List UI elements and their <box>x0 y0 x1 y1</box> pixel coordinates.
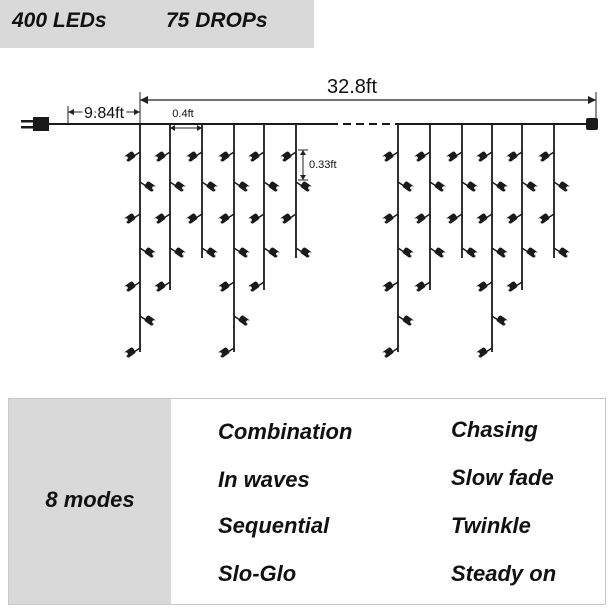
led-bulb-icon <box>461 181 478 192</box>
led-bulb-icon <box>382 213 399 224</box>
total-length-dimension: 32.8ft <box>139 76 597 124</box>
led-bulb-icon <box>476 347 493 358</box>
led-bulb-icon <box>233 247 250 258</box>
mode-slow-fade: Slow fade <box>451 465 554 490</box>
led-bulb-icon <box>124 281 141 292</box>
led-bulb-icon <box>553 247 570 258</box>
modes-count-label: 8 modes <box>45 487 135 512</box>
led-bulb-icon <box>218 213 235 224</box>
led-bulb-icon <box>218 281 235 292</box>
led-bulb-icon <box>124 151 141 162</box>
led-count-label: 400 LEDs <box>12 9 107 32</box>
led-bulb-icon <box>506 281 523 292</box>
led-bulb-icon <box>139 181 156 192</box>
led-bulb-icon <box>382 281 399 292</box>
led-bulb-icon <box>201 181 218 192</box>
led-bulb-icon <box>414 213 431 224</box>
icicle-light-diagram: 32.8ft 9.84ft 0.4ft 0.33ft <box>21 76 598 358</box>
led-bulb-icon <box>521 181 538 192</box>
header-band: 400 LEDs 75 DROPs <box>0 0 314 48</box>
led-bulb-icon <box>397 181 414 192</box>
led-bulb-icon <box>233 181 250 192</box>
led-bulb-icon <box>248 213 265 224</box>
led-bulb-icon <box>397 247 414 258</box>
led-bulb-icon <box>154 151 171 162</box>
led-bulb-icon <box>506 151 523 162</box>
led-bulb-icon <box>248 281 265 292</box>
end-cap-icon <box>586 118 598 130</box>
drops-group <box>124 124 570 358</box>
led-bulb-icon <box>263 247 280 258</box>
led-bulb-icon <box>248 151 265 162</box>
led-bulb-icon <box>538 151 555 162</box>
modes-panel: 8 modes Combination In waves Sequential … <box>8 398 606 605</box>
led-bulb-icon <box>446 151 463 162</box>
led-bulb-icon <box>280 213 297 224</box>
led-bulb-icon <box>476 151 493 162</box>
led-bulb-icon <box>154 213 171 224</box>
led-bulb-icon <box>218 151 235 162</box>
led-bulb-icon <box>476 281 493 292</box>
lead-wire-label: 9.84ft <box>84 105 125 122</box>
led-bulb-icon <box>280 151 297 162</box>
dimension-arrow-icon <box>140 96 148 104</box>
plug-icon <box>21 117 49 131</box>
led-bulb-icon <box>476 213 493 224</box>
led-bulb-icon <box>491 181 508 192</box>
led-bulb-icon <box>382 151 399 162</box>
led-bulb-icon <box>124 213 141 224</box>
led-bulb-icon <box>429 247 446 258</box>
led-bulb-icon <box>538 213 555 224</box>
led-bulb-icon <box>521 247 538 258</box>
led-bulb-icon <box>295 181 312 192</box>
led-bulb-icon <box>491 247 508 258</box>
led-bulb-icon <box>446 213 463 224</box>
modes-count-cell: 8 modes <box>9 399 171 604</box>
led-spacing-dimension: 0.33ft <box>298 149 337 181</box>
lead-wire-dimension: 9.84ft <box>67 103 140 125</box>
led-bulb-icon <box>186 213 203 224</box>
led-bulb-icon <box>139 315 156 326</box>
mode-in-waves: In waves <box>218 467 310 492</box>
led-bulb-icon <box>429 181 446 192</box>
led-bulb-icon <box>201 247 218 258</box>
mode-chasing: Chasing <box>451 417 538 442</box>
drop-spacing-label: 0.4ft <box>172 108 193 120</box>
led-bulb-icon <box>414 151 431 162</box>
led-bulb-icon <box>506 213 523 224</box>
led-bulb-icon <box>186 151 203 162</box>
led-bulb-icon <box>218 347 235 358</box>
mode-sequential: Sequential <box>218 513 330 538</box>
led-bulb-icon <box>263 181 280 192</box>
mode-slo-glo: Slo-Glo <box>218 561 297 586</box>
mode-twinkle: Twinkle <box>451 513 531 538</box>
led-bulb-icon <box>233 315 250 326</box>
led-bulb-icon <box>154 281 171 292</box>
led-bulb-icon <box>169 247 186 258</box>
total-length-label: 32.8ft <box>327 76 377 98</box>
drop-count-label: 75 DROPs <box>166 9 268 32</box>
led-bulb-icon <box>553 181 570 192</box>
led-bulb-icon <box>461 247 478 258</box>
led-spacing-label: 0.33ft <box>309 159 337 171</box>
led-bulb-icon <box>397 315 414 326</box>
led-bulb-icon <box>382 347 399 358</box>
led-bulb-icon <box>169 181 186 192</box>
dimension-arrow-icon <box>588 96 596 104</box>
led-bulb-icon <box>491 315 508 326</box>
led-bulb-icon <box>139 247 156 258</box>
led-bulb-icon <box>295 247 312 258</box>
drop-spacing-dimension: 0.4ft <box>170 108 202 131</box>
mode-combination: Combination <box>218 419 353 444</box>
led-bulb-icon <box>124 347 141 358</box>
mode-steady-on: Steady on <box>451 561 557 586</box>
led-bulb-icon <box>414 281 431 292</box>
